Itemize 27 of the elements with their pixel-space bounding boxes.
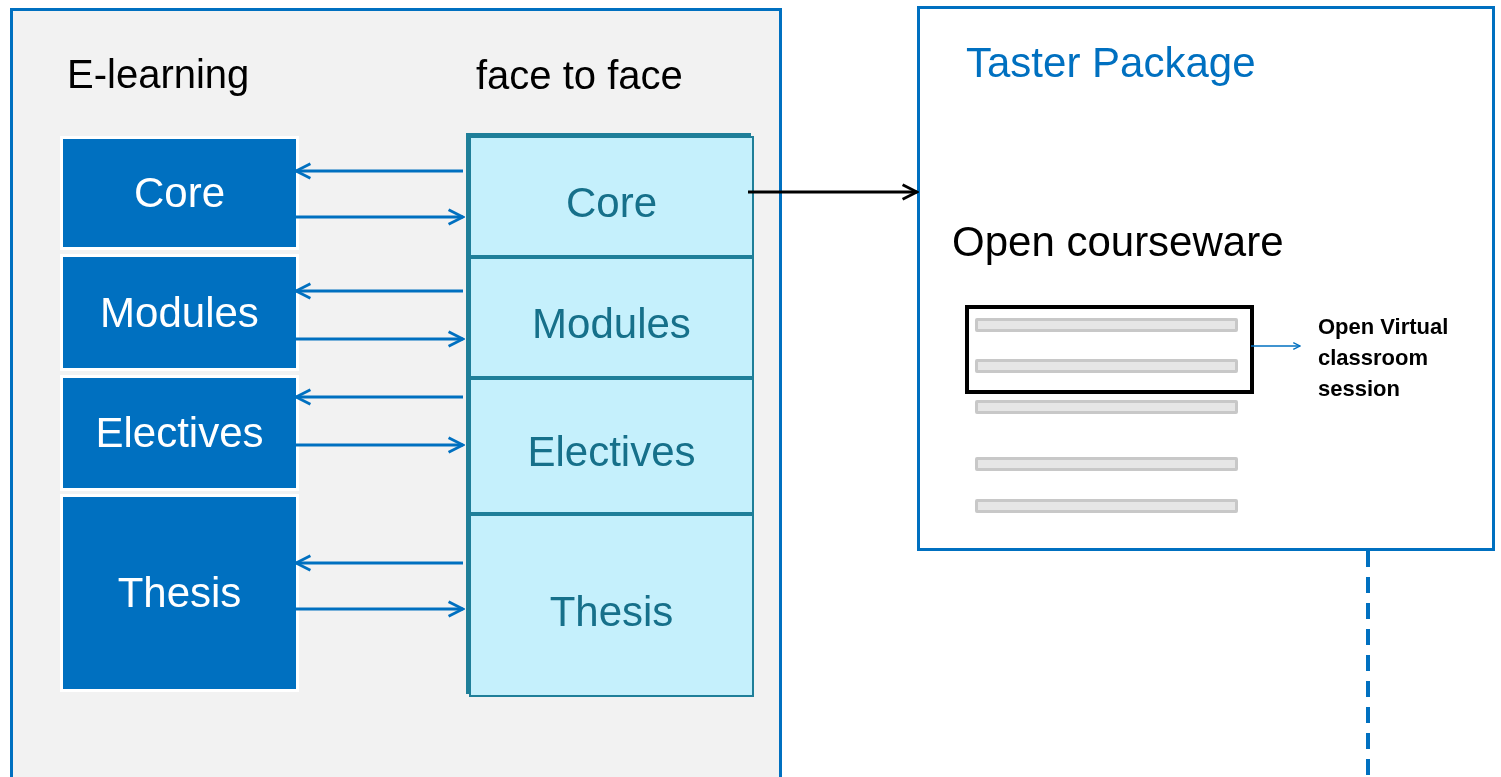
arrow — [296, 330, 465, 348]
package-box — [917, 6, 1495, 551]
highlight-frame — [965, 305, 1254, 394]
module-box: Modules — [469, 257, 754, 378]
module-box: Electives — [60, 375, 299, 491]
module-box: Thesis — [469, 514, 754, 697]
leader-line — [1250, 341, 1301, 351]
module-box: Electives — [469, 378, 754, 514]
column-heading: E-learning — [67, 52, 250, 97]
arrow — [294, 162, 463, 180]
arrow — [296, 600, 465, 618]
connector-line — [1366, 551, 1370, 777]
module-box: Core — [60, 136, 299, 250]
arrow — [294, 554, 463, 572]
annotation-text: Open Virtual classroom session — [1303, 311, 1493, 407]
module-box: Thesis — [60, 494, 299, 692]
arrow — [296, 208, 465, 226]
column-heading: face to face — [476, 53, 683, 98]
section-heading: Open courseware — [952, 218, 1284, 266]
module-box: Core — [469, 136, 754, 257]
panel-background — [10, 8, 782, 777]
module-box: Modules — [60, 254, 299, 371]
arrow — [294, 388, 463, 406]
arrow — [294, 282, 463, 300]
arrow — [748, 183, 919, 201]
arrow — [296, 436, 465, 454]
box-title: Taster Package — [966, 39, 1256, 87]
